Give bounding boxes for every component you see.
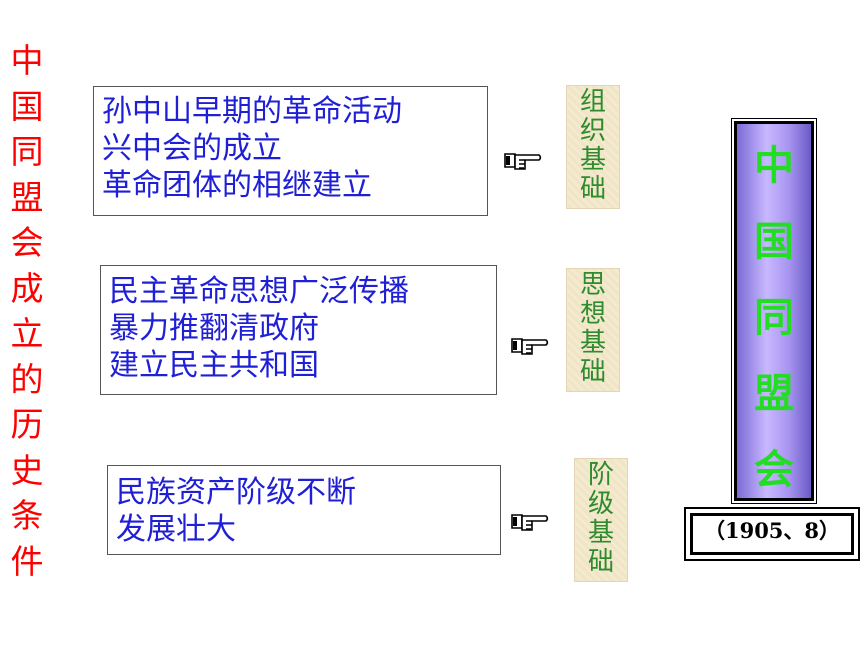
condition-line: 民族资产阶级不断 <box>116 475 356 510</box>
title-char: 条 <box>10 496 44 535</box>
condition-box-ideology: 民主革命思想广泛传播 暴力推翻清政府 建立民主共和国 <box>100 265 497 395</box>
title-char: 立 <box>10 314 44 353</box>
condition-line: 孙中山早期的革命活动 <box>102 94 402 129</box>
founding-date: （1905、8） <box>703 518 841 543</box>
title-char: 史 <box>10 450 44 490</box>
date-box: （1905、8） <box>684 507 860 561</box>
condition-line: 暴力推翻清政府 <box>109 311 319 346</box>
vertical-title: 中 国 同 盟 会 成 立 的 历 史 条 件 <box>6 38 48 584</box>
title-char: 同 <box>10 132 44 171</box>
condition-line: 革命团体的相继建立 <box>102 168 372 203</box>
condition-line: 建立民主共和国 <box>109 348 319 383</box>
basis-label-ideology: 思 想 基 础 <box>566 268 620 392</box>
condition-line: 民主革命思想广泛传播 <box>109 274 409 309</box>
org-char: 同 <box>754 295 794 341</box>
pointing-hand-icon <box>511 338 549 355</box>
title-char: 会 <box>10 223 44 262</box>
date-box-inner <box>690 513 854 555</box>
basis-label-organization: 组 织 基 础 <box>566 85 620 209</box>
basis-char: 基 <box>579 145 606 175</box>
basis-char: 组 <box>579 87 606 117</box>
basis-char: 织 <box>579 116 606 146</box>
basis-char: 础 <box>579 357 606 387</box>
condition-box-class: 民族资产阶级不断 发展壮大 <box>107 465 501 555</box>
basis-char: 想 <box>579 299 606 329</box>
title-char: 的 <box>10 359 44 399</box>
condition-box-organization: 孙中山早期的革命活动 兴中会的成立 革命团体的相继建立 <box>93 86 488 216</box>
title-char: 盟 <box>10 177 44 217</box>
pointing-hand-icon <box>511 514 549 531</box>
basis-label-class: 阶 级 基 础 <box>574 458 628 582</box>
pointing-hand-icon <box>504 153 542 170</box>
title-char: 件 <box>10 541 44 581</box>
organization-column: 中 国 同 盟 会 <box>731 118 817 504</box>
title-char: 成 <box>10 268 44 308</box>
basis-char: 阶 <box>587 460 614 490</box>
org-char: 盟 <box>754 371 794 417</box>
basis-char: 基 <box>587 518 614 548</box>
org-char: 会 <box>754 447 794 493</box>
org-char: 中 <box>754 143 794 189</box>
condition-line: 发展壮大 <box>116 512 236 547</box>
title-char: 国 <box>10 86 44 126</box>
org-char: 国 <box>754 219 794 265</box>
condition-line: 兴中会的成立 <box>102 131 282 166</box>
basis-char: 础 <box>587 547 614 577</box>
basis-char: 基 <box>579 328 606 358</box>
basis-char: 级 <box>587 489 614 519</box>
title-char: 历 <box>10 405 44 444</box>
basis-char: 思 <box>579 270 606 300</box>
title-char: 中 <box>10 41 44 80</box>
basis-char: 础 <box>579 174 606 204</box>
